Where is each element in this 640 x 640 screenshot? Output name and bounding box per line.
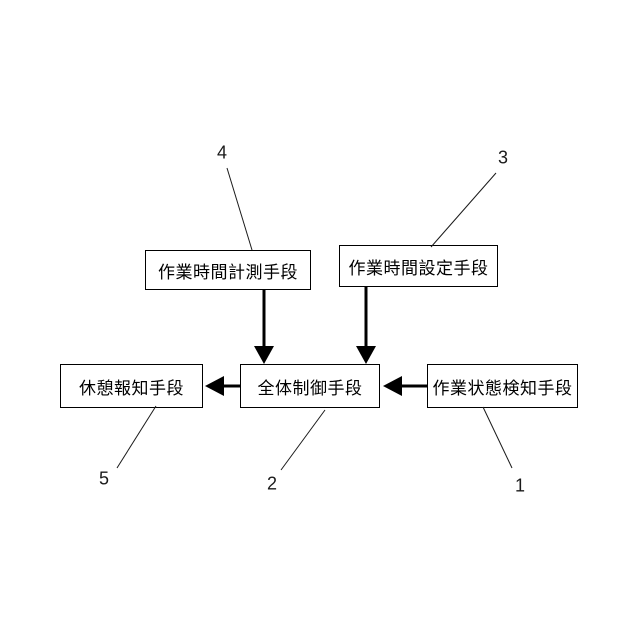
leader-line-5 [116,405,157,469]
arrow-control-to-notification [205,376,240,396]
box-break-notification-label: 休憩報知手段 [79,378,184,398]
ref-numeral-4: 4 [216,142,228,163]
leader-line-4 [226,167,253,251]
box-work-state-detection-label: 作業状態検知手段 [432,378,573,398]
arrow-detection-to-control [383,376,427,396]
leader-lines [116,167,513,471]
ref-numeral-5: 5 [98,468,110,489]
leader-line-3 [430,172,497,248]
box-work-time-setting: 作業時間設定手段 [339,245,498,287]
arrow-setting-to-control [356,287,376,364]
ref-numeral-2: 2 [266,473,278,494]
ref-numeral-3: 3 [497,147,509,168]
box-overall-control: 全体制御手段 [240,364,380,408]
box-overall-control-label: 全体制御手段 [257,378,363,398]
box-work-time-setting-label: 作業時間設定手段 [348,258,489,278]
leader-line-2 [280,409,326,471]
box-work-state-detection: 作業状態検知手段 [427,364,578,408]
ref-numeral-1: 1 [514,475,526,496]
box-break-notification: 休憩報知手段 [60,364,203,408]
arrow-measuring-to-control [254,290,274,364]
box-work-time-measuring-label: 作業時間計測手段 [158,262,298,282]
leader-line-1 [482,406,513,469]
box-work-time-measuring: 作業時間計測手段 [145,250,311,290]
